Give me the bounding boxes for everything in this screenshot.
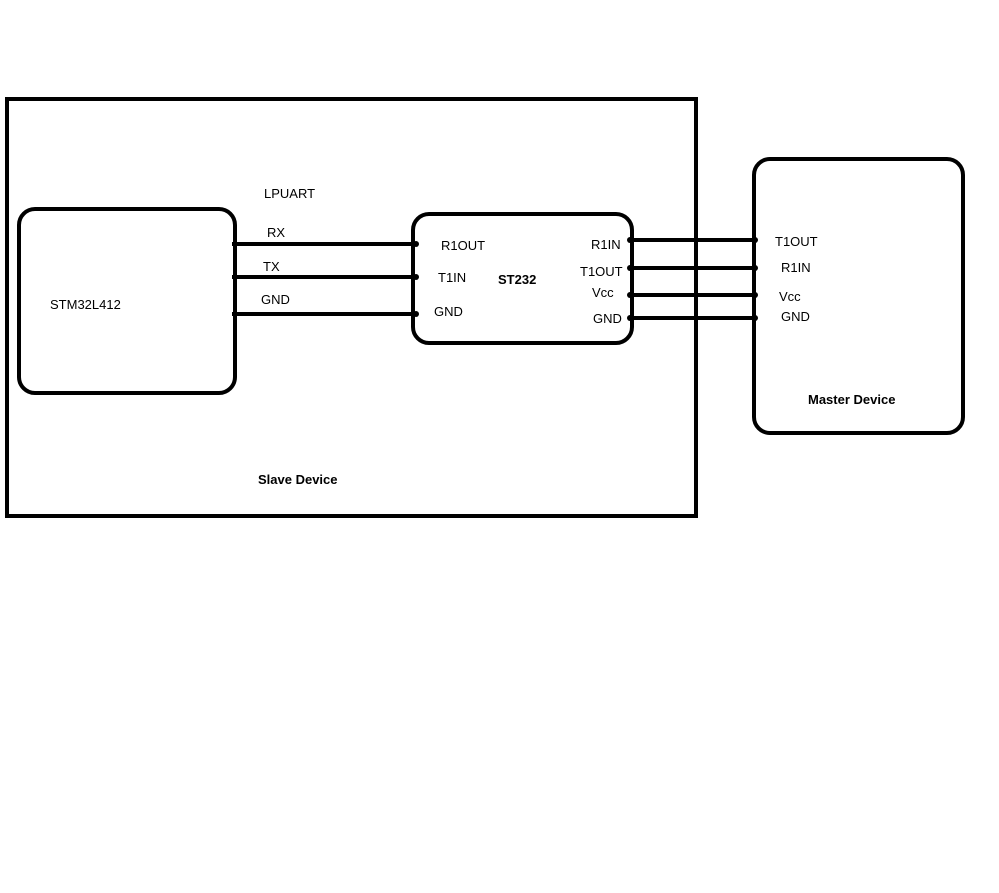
t1out-st232-label: T1OUT: [580, 264, 623, 279]
wire-rx: [232, 242, 418, 246]
wire-t1out: [630, 266, 755, 270]
stm32-block: [17, 207, 237, 395]
pin-dot-vcc: [627, 292, 633, 298]
slave-device-frame: [5, 97, 698, 518]
master-t1out-label: T1OUT: [775, 234, 818, 249]
pin-dot-master-r1in: [752, 265, 758, 271]
wire-gnd-mcu: [232, 312, 418, 316]
lpuart-label: LPUART: [264, 186, 316, 201]
pin-dot-master-gnd: [752, 315, 758, 321]
gnd-mcu-label: GND: [261, 292, 290, 307]
wire-tx: [232, 275, 418, 279]
gnd-st232-right-label: GND: [593, 311, 622, 326]
pin-dot-r1out: [413, 241, 419, 247]
r1out-label: R1OUT: [441, 238, 486, 253]
rx-label: RX: [267, 225, 286, 240]
master-vcc-label: Vcc: [779, 289, 801, 304]
pin-dot-t1in: [413, 274, 419, 280]
master-device-label: Master Device: [808, 392, 896, 407]
r1in-st232-label: R1IN: [591, 237, 621, 252]
wire-vcc: [630, 293, 755, 297]
slave-device-label: Slave Device: [258, 472, 338, 487]
pin-dot-t1out: [627, 265, 633, 271]
tx-label: TX: [263, 259, 280, 274]
pin-dot-master-t1out: [752, 237, 758, 243]
wire-gnd-master: [630, 316, 755, 320]
gnd-st232-left-label: GND: [434, 304, 463, 319]
pin-dot-gnd-left: [413, 311, 419, 317]
pin-dot-gnd-right: [627, 315, 633, 321]
master-r1in-label: R1IN: [781, 260, 811, 275]
stm32-label: STM32L412: [50, 297, 121, 312]
pin-dot-r1in: [627, 237, 633, 243]
t1in-label: T1IN: [438, 270, 467, 285]
st232-label: ST232: [498, 272, 537, 287]
master-gnd-label: GND: [781, 309, 810, 324]
pin-dot-master-vcc: [752, 292, 758, 298]
wire-r1in: [630, 238, 755, 242]
vcc-st232-label: Vcc: [592, 285, 614, 300]
